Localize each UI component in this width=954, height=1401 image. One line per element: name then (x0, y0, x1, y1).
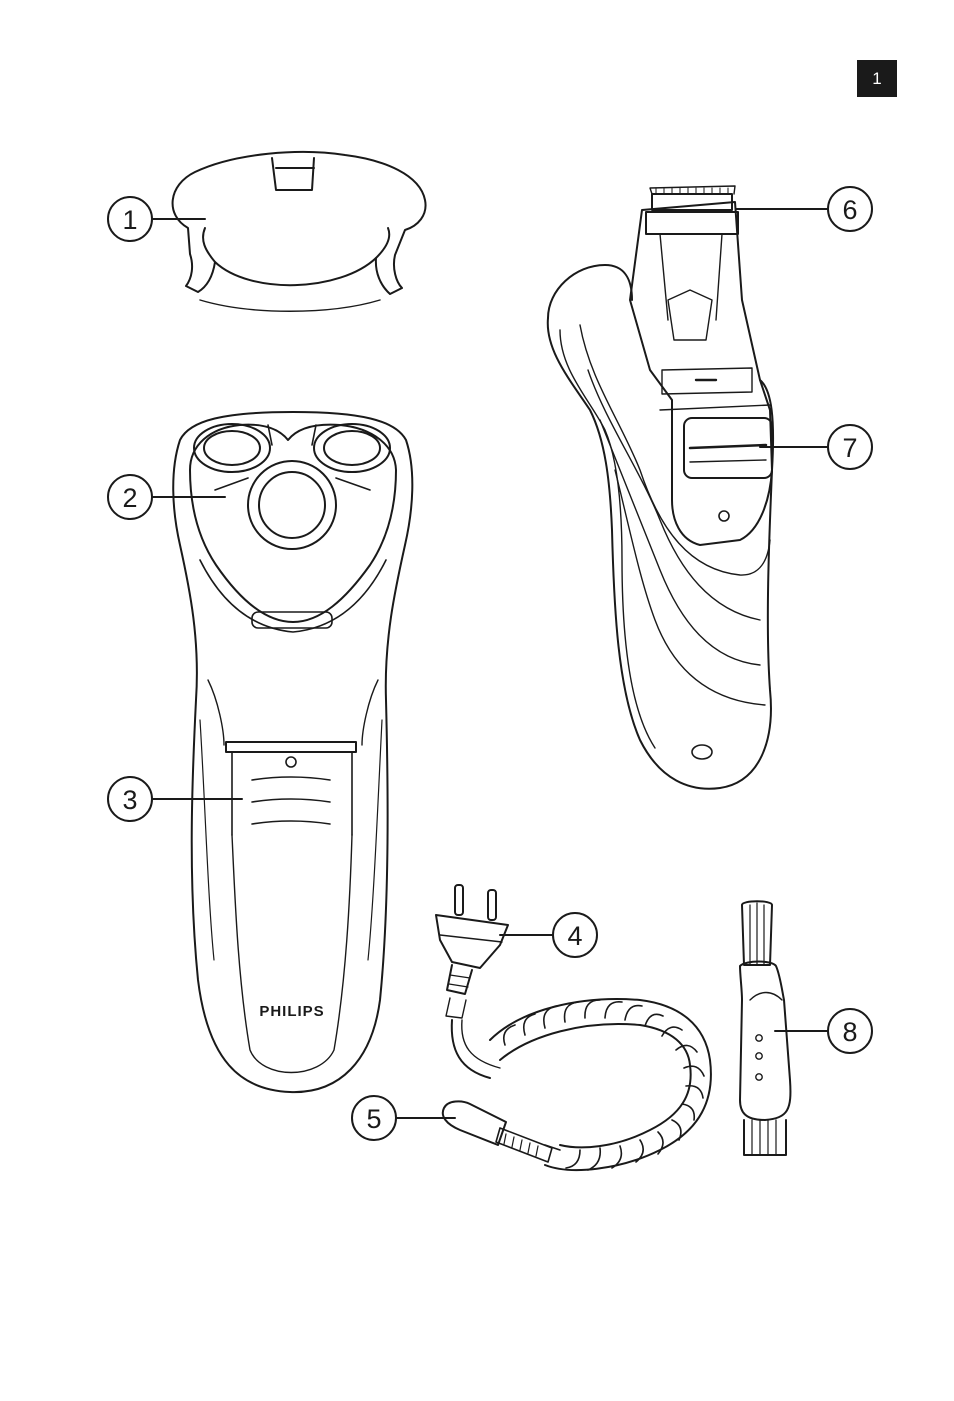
callout-4: 4 (500, 913, 597, 957)
cleaning-brush-drawing (740, 901, 790, 1155)
callout-3: 3 (108, 777, 242, 821)
callout-number-2: 2 (122, 483, 137, 513)
callout-7: 7 (760, 425, 872, 469)
shaver-front-drawing: PHILIPS (173, 412, 412, 1092)
shaver-side-drawing (548, 186, 773, 789)
callout-8: 8 (775, 1009, 872, 1053)
callout-6: 6 (736, 187, 872, 231)
callout-2: 2 (108, 475, 225, 519)
callout-number-4: 4 (567, 921, 582, 951)
philips-logo: PHILIPS (259, 1003, 324, 1020)
callout-number-7: 7 (842, 433, 857, 463)
callout-5: 5 (352, 1096, 455, 1140)
callout-number-6: 6 (842, 195, 857, 225)
callout-number-5: 5 (366, 1104, 381, 1134)
callout-number-8: 8 (842, 1017, 857, 1047)
protection-cap-drawing (173, 152, 426, 311)
callout-1: 1 (108, 197, 205, 241)
callout-number-3: 3 (122, 785, 137, 815)
callout-number-1: 1 (122, 205, 137, 235)
